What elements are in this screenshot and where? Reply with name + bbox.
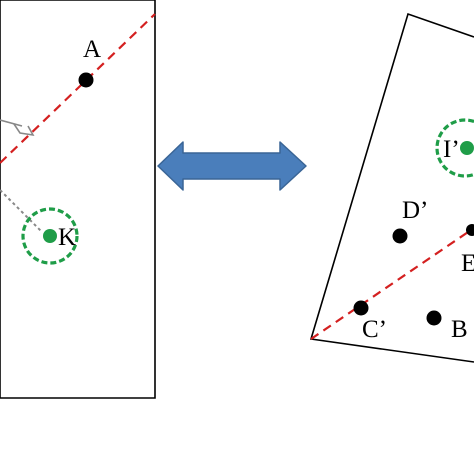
target-circle-k [21,207,79,265]
point-i-prime-label: I’ [443,136,460,163]
point-b-partial [426,310,442,326]
double-arrow-icon [157,141,307,191]
point-b-label: B [451,316,468,343]
point-c-prime-label: C’ [362,316,387,343]
right-panel-frame [309,12,474,363]
point-c-prime [353,300,369,316]
point-i-prime [460,141,474,155]
point-e-partial [466,224,474,236]
right-dashed-line [310,227,474,340]
left-panel-frame [0,0,156,399]
left-panel: A K [0,0,156,399]
point-d-prime [392,228,408,244]
perpendicular-marker [0,119,43,233]
left-dashed-line [0,13,156,164]
point-k-label: K [58,224,76,251]
right-panel: I’ D’ E C’ B [309,12,474,363]
point-a [78,72,94,88]
point-k [43,229,57,243]
point-d-prime-label: D’ [402,197,428,224]
point-e-label: E [461,250,474,277]
target-circle-i-prime [435,118,474,178]
point-a-label: A [83,36,101,63]
